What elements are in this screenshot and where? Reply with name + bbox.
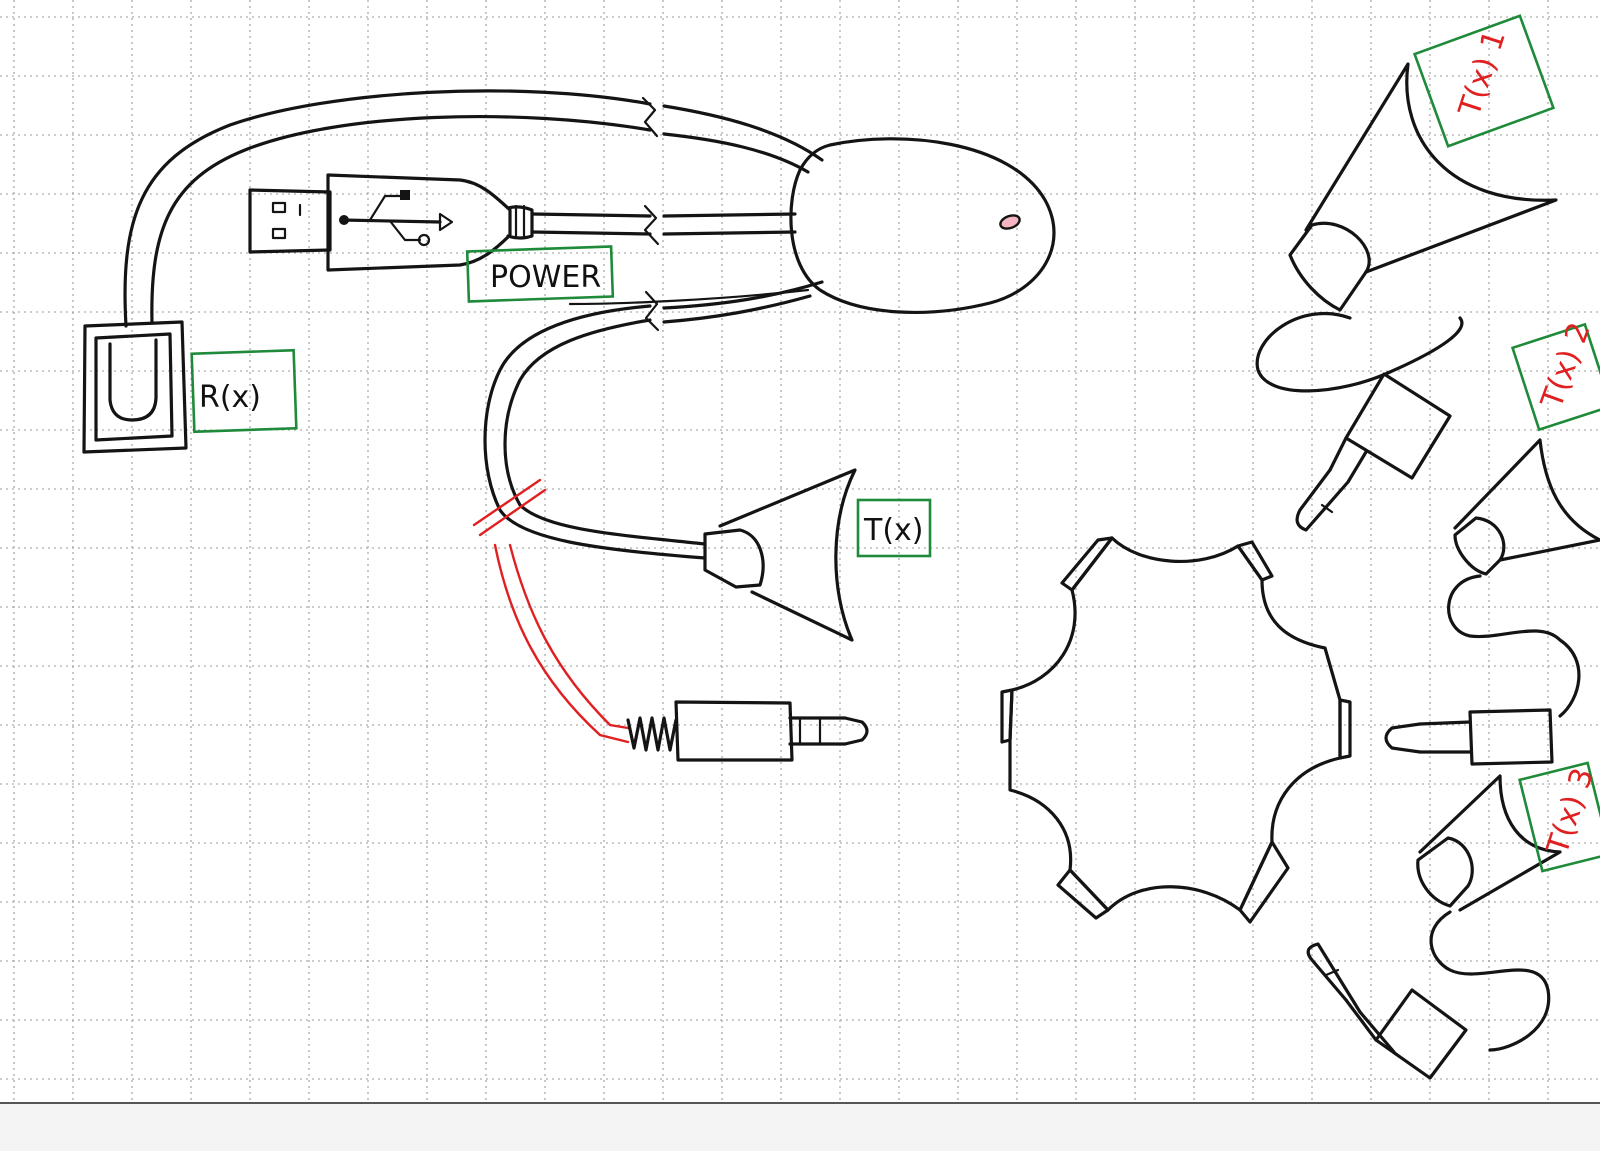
transmitter-label-text: T(x) bbox=[863, 513, 924, 548]
receiver-label-text: R(x) bbox=[199, 380, 261, 415]
power-label-text: POWER bbox=[490, 260, 601, 295]
page-bottom-strip bbox=[0, 1104, 1600, 1151]
